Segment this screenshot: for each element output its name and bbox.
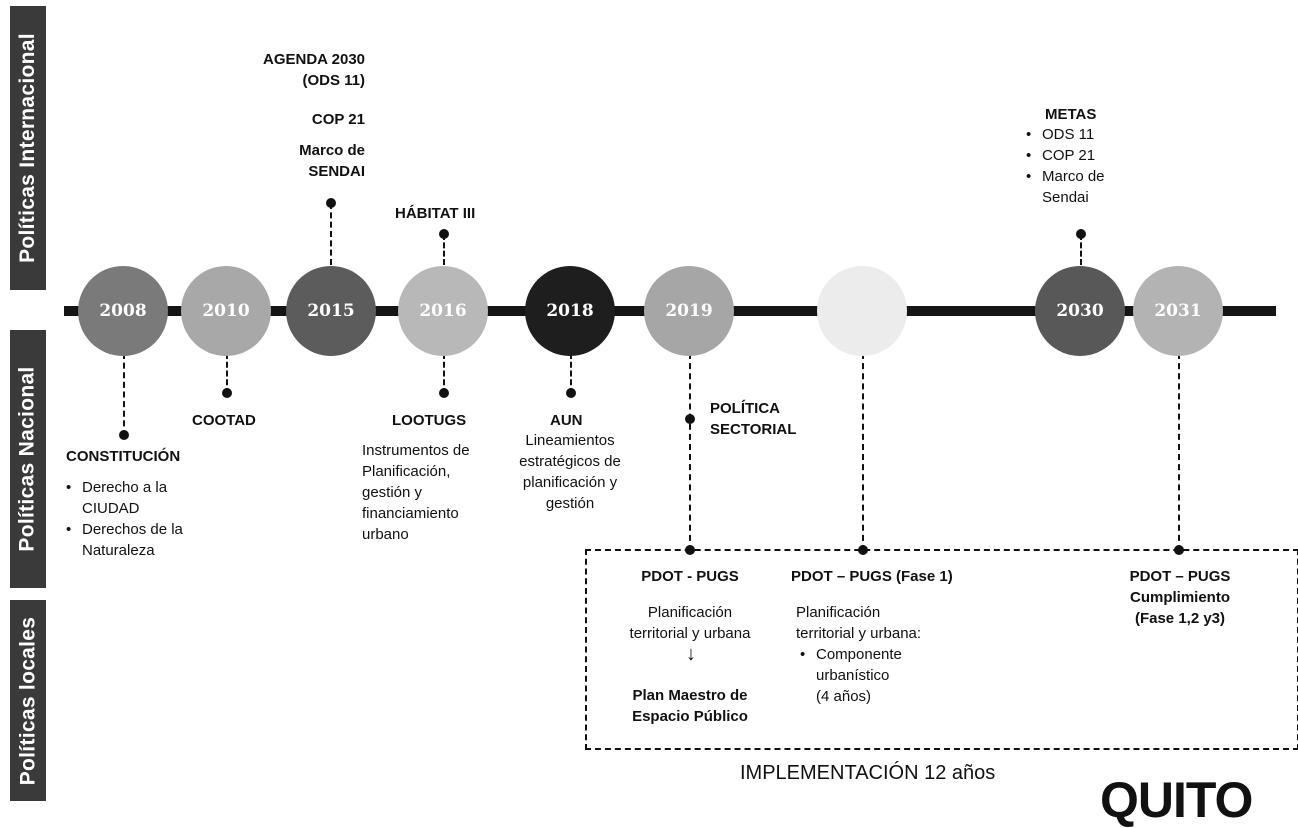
- pdot2-duration: (4 años): [816, 688, 872, 705]
- pdot1-text: Planificación territorial y urbana: [629, 604, 751, 642]
- stem-2030: [1080, 234, 1082, 265]
- year-node-2030: 2030: [1035, 266, 1125, 356]
- down-arrow-icon: ↓: [686, 643, 696, 665]
- year-label-2015: 2015: [307, 301, 355, 321]
- sidebar-local-label: Políticas locales: [16, 616, 39, 785]
- year-node-2016: 2016: [398, 266, 488, 356]
- year-label-2030: 2030: [1056, 301, 1104, 321]
- dot-2016-top: [439, 229, 449, 239]
- year-node-2018: 2018: [525, 266, 615, 356]
- aun-text: Lineamientos estratégicos de planificaci…: [519, 432, 621, 512]
- sidebar-national: Políticas Nacional: [10, 330, 46, 588]
- cop21-label: COP 21: [311, 111, 365, 128]
- stem-2019: [689, 353, 691, 551]
- metas-item: COP 21: [1022, 145, 1105, 166]
- dot-2010-bottom: [222, 388, 232, 398]
- habitat-iii-label: HÁBITAT III: [395, 205, 476, 222]
- marco-sendai-label: Marco de SENDAI: [299, 142, 365, 180]
- year-node-2015: 2015: [286, 266, 376, 356]
- year-label-2016: 2016: [419, 301, 467, 321]
- year-label-2019: 2019: [665, 301, 713, 321]
- politica-sectorial-label: POLÍTICA SECTORIAL: [710, 400, 797, 438]
- dot-2019-mid: [685, 414, 695, 424]
- sidebar-international: Políticas Internacional: [10, 6, 46, 290]
- metas-item: Marco de: [1022, 166, 1105, 187]
- constitucion-item-cont: Naturaleza: [82, 542, 155, 559]
- dot-2030-top: [1076, 229, 1086, 239]
- constitucion-item-cont: CIUDAD: [82, 500, 140, 517]
- stem-2016-up: [443, 234, 445, 265]
- dot-2015-top: [326, 198, 336, 208]
- dot-2016-bottom: [439, 388, 449, 398]
- agenda-2030-label: AGENDA 2030 (ODS 11): [263, 51, 365, 89]
- pdot1-title: PDOT - PUGS: [641, 568, 739, 585]
- pdot3-title: PDOT – PUGS Cumplimiento (Fase 1,2 y3): [1129, 568, 1231, 627]
- year-node-2010: 2010: [181, 266, 271, 356]
- sidebar-local: Políticas locales: [10, 600, 46, 801]
- year-label-2018: 2018: [546, 301, 594, 321]
- metas-item-cont: Sendai: [1042, 189, 1089, 206]
- dot-2008-bottom: [119, 430, 129, 440]
- constitucion-title: CONSTITUCIÓN: [66, 448, 181, 465]
- stem-2015: [330, 203, 332, 265]
- constitucion-item: Derechos de la: [62, 519, 183, 540]
- metas-title: METAS: [1045, 106, 1097, 123]
- pdot2-text: Planificación territorial y urbana: Comp…: [796, 602, 921, 707]
- year-label-2008: 2008: [99, 301, 147, 321]
- stem-2023: [862, 353, 864, 551]
- stem-2010: [226, 353, 228, 394]
- constitucion-list: Derecho a la CIUDAD Derechos de la Natur…: [62, 477, 183, 561]
- implementation-label: IMPLEMENTACIÓN 12 años: [740, 762, 996, 784]
- year-node-2019: 2019: [644, 266, 734, 356]
- year-node-2008: 2008: [78, 266, 168, 356]
- sidebar-international-label: Políticas Internacional: [16, 33, 39, 263]
- dot-2018-bottom: [566, 388, 576, 398]
- year-label-2010: 2010: [202, 301, 250, 321]
- year-node-2031: 2031: [1133, 266, 1223, 356]
- sidebar-national-label: Políticas Nacional: [16, 366, 40, 552]
- stem-2008: [123, 353, 125, 436]
- lootugs-title: LOOTUGS: [392, 412, 467, 429]
- stem-2016-down: [443, 353, 445, 394]
- cootad-label: COOTAD: [192, 412, 256, 429]
- pdot2-item: Componente: [796, 644, 921, 665]
- stem-2031: [1178, 353, 1180, 551]
- year-label-2031: 2031: [1154, 301, 1202, 321]
- aun-title: AUN: [550, 412, 583, 429]
- pdot2-item-cont: urbanístico: [816, 667, 890, 684]
- pdot2-title: PDOT – PUGS (Fase 1): [791, 568, 953, 585]
- quito-logo: QUITO: [1100, 772, 1253, 828]
- pdot1-plan: Plan Maestro de Espacio Público: [632, 687, 748, 725]
- year-node-faded: [817, 266, 907, 356]
- metas-list: ODS 11 COP 21 Marco de Sendai: [1022, 124, 1105, 208]
- metas-item: ODS 11: [1022, 124, 1105, 145]
- constitucion-item: Derecho a la: [62, 477, 183, 498]
- stem-2018: [570, 353, 572, 394]
- lootugs-text: Instrumentos de Planificación, gestión y…: [362, 442, 470, 543]
